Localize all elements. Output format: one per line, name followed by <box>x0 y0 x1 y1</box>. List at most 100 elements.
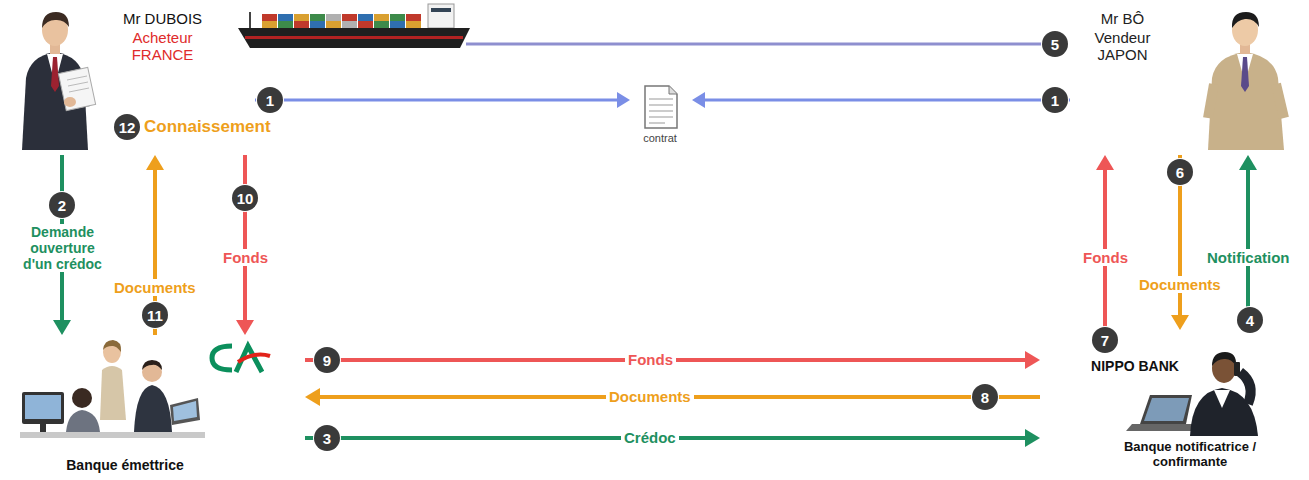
flow-arrow <box>1096 155 1114 330</box>
ship-illustration <box>310 21 325 28</box>
callout-number: 11 <box>142 302 168 328</box>
flow-label: Notification <box>1204 249 1293 266</box>
contract-icon <box>645 86 677 128</box>
ship-illustration <box>390 21 405 28</box>
ship-illustration <box>278 21 293 28</box>
arrow-line <box>243 155 247 325</box>
person-role: Acheteur FRANCE <box>120 29 205 64</box>
callout-number: 2 <box>49 192 75 218</box>
ship-illustration <box>374 14 389 21</box>
ship-illustration <box>431 8 451 12</box>
ship-illustration <box>245 36 463 39</box>
ship-illustration <box>390 14 405 21</box>
person-name: Mr DUBOIS <box>105 10 220 27</box>
arrow-head <box>1171 315 1189 330</box>
arrow-head <box>146 155 164 170</box>
arrow-line <box>1246 166 1250 331</box>
callout-number: 1 <box>257 87 283 113</box>
bank-staff-illustration <box>142 360 162 370</box>
buyer-figure <box>68 82 88 86</box>
callout-number: 8 <box>972 384 998 410</box>
document-label: contrat <box>630 132 690 145</box>
ship-illustration <box>310 14 325 21</box>
bank-role: Banque notificatrice / confirmante <box>1095 440 1285 470</box>
flow-label: Fonds <box>625 351 676 368</box>
flow-arrow <box>236 155 254 335</box>
contract-icon <box>645 86 677 128</box>
flow-label: Documents <box>111 279 199 296</box>
contract-icon <box>649 117 673 118</box>
ship-illustration <box>294 21 309 28</box>
bank-logo <box>238 354 270 362</box>
buyer-figure <box>67 76 87 80</box>
bank-name: NIPPO BANK <box>1080 358 1190 374</box>
callout-number: 10 <box>232 185 258 211</box>
ship-illustration <box>374 21 389 28</box>
arrow-head <box>1025 429 1040 447</box>
arrow-head <box>1096 155 1114 170</box>
contract-icon <box>649 105 673 106</box>
seller-figure <box>1208 84 1214 118</box>
ship-illustration <box>406 14 421 21</box>
arrow-head <box>236 320 254 335</box>
callout-number: 4 <box>1237 307 1263 333</box>
banker-figure <box>1240 372 1251 404</box>
callout-number: 1 <box>1042 87 1068 113</box>
contract-icon <box>649 99 673 100</box>
bank-staff-illustration <box>103 341 121 363</box>
bank-staff-illustration <box>25 395 61 419</box>
buyer-figure <box>58 67 95 110</box>
flow-label: Fonds <box>220 249 271 266</box>
flow-arrow <box>692 92 1070 108</box>
ship-illustration <box>358 14 373 21</box>
arrow-head <box>692 92 705 108</box>
seller-figure <box>1208 12 1284 150</box>
bank-staff-illustration <box>40 424 46 432</box>
buyer-figure <box>69 88 89 92</box>
banker-figure <box>1234 362 1240 376</box>
buyer-figure <box>64 97 76 107</box>
arrow-head <box>1239 155 1257 170</box>
bank-staff-illustration <box>22 392 64 424</box>
arrow-line <box>701 99 1070 102</box>
flow-arrow <box>255 92 630 108</box>
flow-label: Crédoc <box>621 429 679 446</box>
arrow-head <box>1025 351 1040 369</box>
bank-staff-illustration <box>20 432 205 438</box>
ship-illustration <box>428 4 454 28</box>
ship-illustration <box>358 21 373 28</box>
ship-illustration <box>238 4 470 48</box>
bank-staff-illustration <box>100 366 126 420</box>
flow-label: Documents <box>1136 276 1224 293</box>
ship-illustration <box>262 14 277 21</box>
flow-arrow <box>305 429 1040 447</box>
bank-staff-illustration <box>134 385 172 432</box>
buyer-figure <box>22 12 96 150</box>
buyer-figure <box>42 12 69 28</box>
callout-number: 12 <box>114 114 140 140</box>
bank-staff-illustration <box>72 388 92 408</box>
banker-figure <box>1212 353 1236 383</box>
ship-illustration <box>406 21 421 28</box>
bank-staff-illustration <box>66 410 100 432</box>
ship-illustration <box>294 14 309 21</box>
flow-label: Fonds <box>1080 249 1131 266</box>
callout-number: 9 <box>314 347 340 373</box>
person-name: Mr BÔ <box>1075 10 1170 27</box>
arrow-line <box>1103 166 1107 331</box>
ship-illustration <box>278 14 293 21</box>
flow-arrow <box>305 351 1040 369</box>
annotation-label: Connaissement <box>144 117 271 137</box>
flow-arrow <box>305 388 1040 406</box>
arrow-head <box>617 92 630 108</box>
callout-number: 3 <box>314 425 340 451</box>
ship-illustration <box>249 12 251 28</box>
shipping-line <box>466 43 1042 46</box>
banker-figure <box>1214 390 1230 408</box>
banker-figure <box>1212 352 1236 366</box>
ship-illustration <box>262 21 277 28</box>
ship-illustration <box>326 21 341 28</box>
banker-figure <box>1126 424 1198 431</box>
arrow-line <box>255 99 621 102</box>
